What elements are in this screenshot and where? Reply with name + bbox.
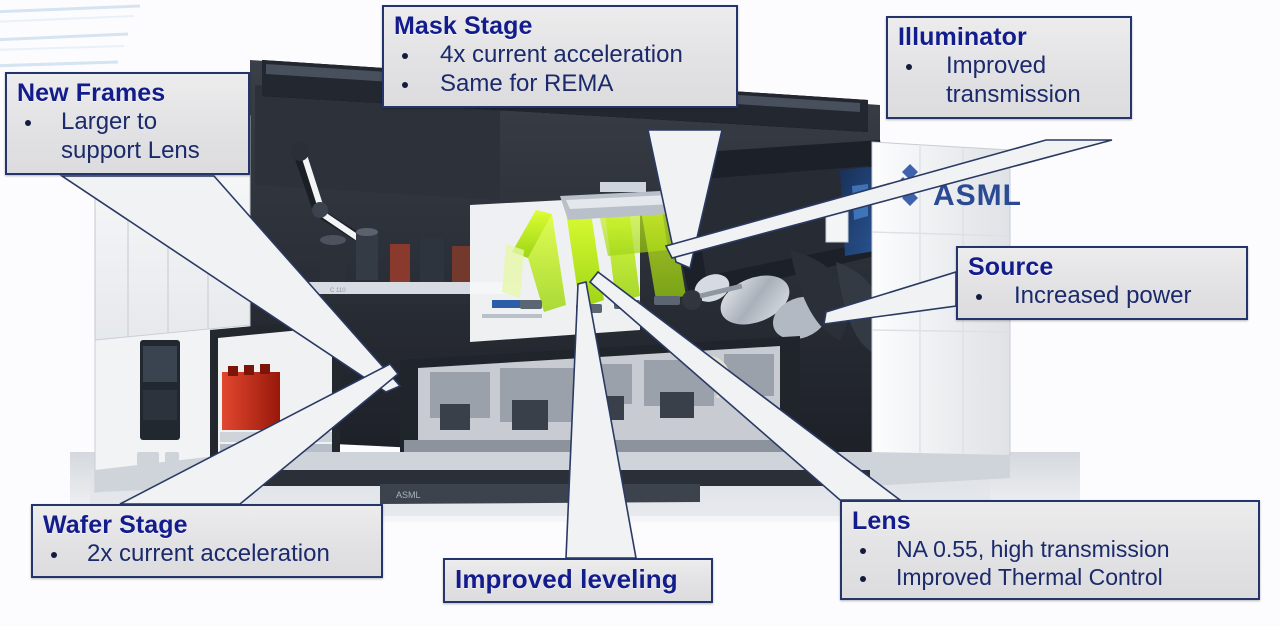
callout-illuminator[interactable]: Illuminator Improved transmission bbox=[886, 16, 1132, 119]
svg-text:C 110: C 110 bbox=[330, 288, 346, 294]
bullet-dot-icon bbox=[402, 53, 408, 60]
callout-bullet-list: 4x current acceleration Same for REMA bbox=[394, 41, 726, 99]
callout-title: Source bbox=[968, 253, 1054, 281]
bullet-dot-icon bbox=[976, 294, 982, 301]
callout-bullet: Same for REMA bbox=[394, 70, 726, 99]
callout-title: Improved leveling bbox=[455, 564, 678, 594]
callout-improved-leveling[interactable]: Improved leveling bbox=[443, 558, 713, 604]
bullet-line: transmission bbox=[946, 80, 1081, 108]
callout-bullet-list: Improved transmission bbox=[898, 52, 1120, 110]
asml-wordmark: ASML bbox=[933, 179, 1022, 212]
bullet-dot-icon bbox=[25, 120, 31, 127]
callout-title: Lens bbox=[852, 507, 911, 535]
bullet-dot-icon bbox=[51, 552, 57, 559]
callout-bullet: 4x current acceleration bbox=[394, 41, 726, 70]
bullet-line: Same for REMA bbox=[440, 69, 614, 97]
callout-lens[interactable]: Lens NA 0.55, high transmission Improved… bbox=[840, 500, 1260, 601]
callout-bullet-list: Increased power bbox=[968, 282, 1236, 311]
bullet-line: 4x current acceleration bbox=[440, 41, 683, 68]
callout-bullet: Improved Thermal Control bbox=[852, 564, 1248, 592]
callout-title: Illuminator bbox=[898, 23, 1027, 51]
callout-bullet: Increased power bbox=[968, 282, 1236, 311]
bullet-line: NA 0.55, high transmission bbox=[896, 536, 1170, 562]
callout-wafer-stage[interactable]: Wafer Stage 2x current acceleration bbox=[31, 504, 383, 578]
bullet-line: Improved Thermal Control bbox=[896, 563, 1163, 590]
bullet-line: 2x current acceleration bbox=[87, 540, 330, 567]
bullet-line: Improved bbox=[946, 52, 1047, 79]
svg-text:ASML: ASML bbox=[396, 490, 421, 500]
callout-bullet-list: 2x current acceleration bbox=[43, 540, 371, 569]
callout-new-frames[interactable]: New Frames Larger to support Lens bbox=[5, 72, 250, 175]
bullet-dot-icon bbox=[906, 64, 912, 71]
bullet-line: support Lens bbox=[61, 136, 200, 164]
callout-mask-stage[interactable]: Mask Stage 4x current acceleration Same … bbox=[382, 5, 738, 108]
callout-bullet: Larger to support Lens bbox=[17, 108, 238, 166]
callout-source[interactable]: Source Increased power bbox=[956, 246, 1248, 320]
bullet-dot-icon bbox=[860, 575, 866, 582]
callout-bullet-list: NA 0.55, high transmission Improved Ther… bbox=[852, 536, 1248, 591]
bullet-line: Larger to bbox=[61, 108, 158, 135]
bullet-dot-icon bbox=[860, 547, 866, 554]
callout-title: New Frames bbox=[17, 79, 166, 107]
callout-bullet: 2x current acceleration bbox=[43, 540, 371, 569]
callout-title: Mask Stage bbox=[394, 12, 533, 40]
callout-bullet: Improved transmission bbox=[898, 52, 1120, 110]
callout-bullet-list: Larger to support Lens bbox=[17, 108, 238, 166]
callout-bullet: NA 0.55, high transmission bbox=[852, 536, 1248, 564]
bullet-dot-icon bbox=[402, 82, 408, 89]
bullet-line: Increased power bbox=[1014, 282, 1192, 309]
callout-title: Wafer Stage bbox=[43, 511, 188, 539]
